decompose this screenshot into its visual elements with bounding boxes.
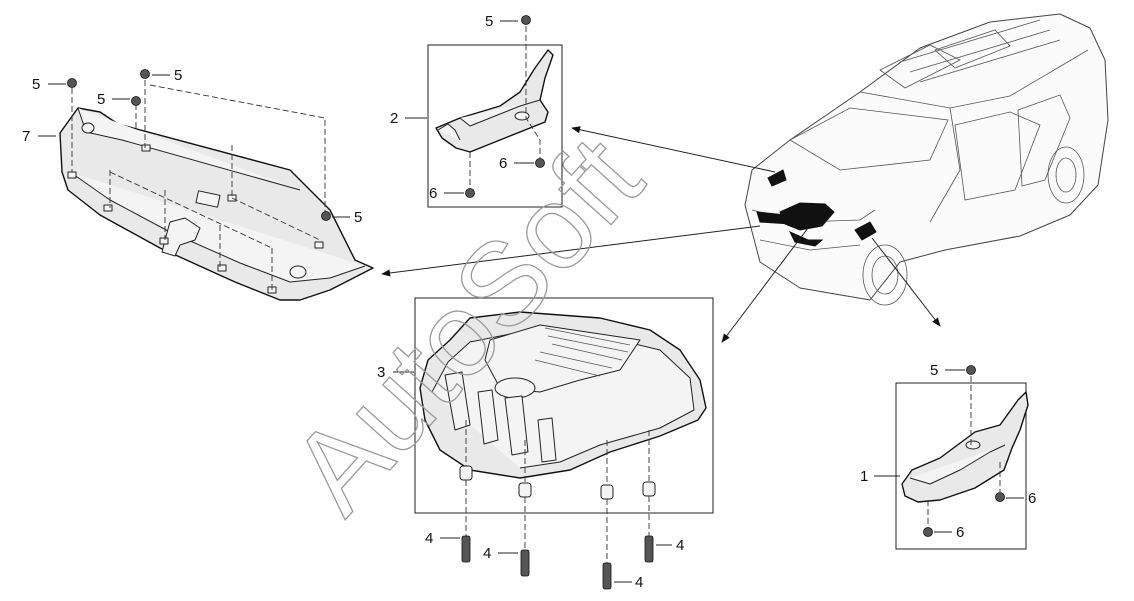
arrow-to-part-2 (571, 126, 776, 173)
callout-5: 5 (32, 76, 40, 93)
frame-part-3 (414, 297, 714, 514)
box-frames (414, 44, 1027, 550)
callout-6: 6 (956, 524, 964, 541)
callout-6: 6 (499, 155, 507, 172)
callout-4: 4 (676, 537, 684, 554)
engine-cover-highlight (779, 202, 835, 231)
frame-part-2 (427, 44, 563, 208)
part-1-right-cowl-cover (901, 365, 1029, 537)
callout-5: 5 (930, 362, 938, 379)
callout-numbers: 5 5 5 7 5 5 2 6 6 3 4 4 4 4 5 1 6 6 (22, 13, 1036, 591)
leader-arrows (381, 126, 941, 343)
callout-4: 4 (483, 545, 491, 562)
part-2-left-cowl-cover (435, 15, 554, 198)
part-7-front-panel-cover (59, 69, 374, 301)
part-3-engine-cover (419, 311, 707, 590)
vehicle-illustration (744, 13, 1109, 306)
arrow-to-part-3 (721, 227, 809, 343)
arrow-to-part-1 (871, 237, 941, 327)
callout-leaders (38, 20, 1024, 583)
front-panel-highlight (756, 211, 791, 225)
callout-3: 3 (377, 364, 385, 381)
callout-5: 5 (485, 13, 493, 30)
callout-4: 4 (635, 574, 643, 591)
callout-7: 7 (22, 128, 30, 145)
callout-6: 6 (1028, 490, 1036, 507)
right-cowl-highlight (854, 221, 877, 241)
callout-5: 5 (174, 67, 182, 84)
left-cowl-highlight (767, 169, 787, 187)
callout-1: 1 (860, 468, 868, 485)
callout-6: 6 (429, 185, 437, 202)
callout-2: 2 (390, 110, 398, 127)
callout-4: 4 (425, 530, 433, 547)
callout-5: 5 (354, 209, 362, 226)
callout-5: 5 (97, 91, 105, 108)
frame-part-1 (895, 382, 1027, 550)
arrow-to-part-7 (381, 225, 761, 277)
